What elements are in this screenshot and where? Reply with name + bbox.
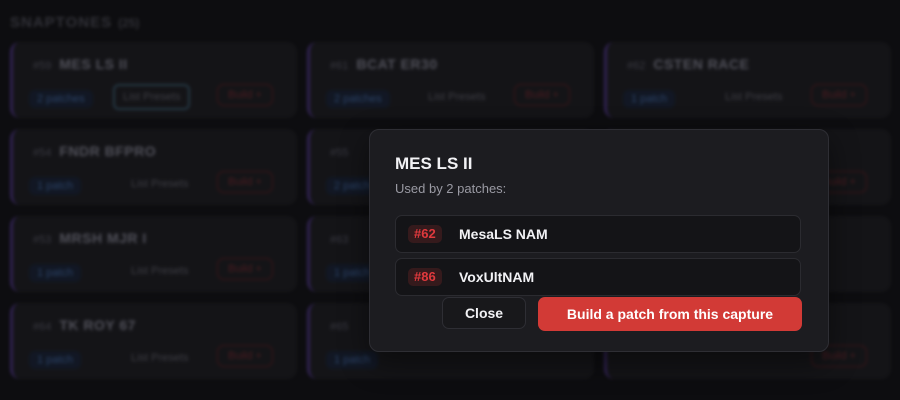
card-name: TK ROY 67 [59, 317, 136, 333]
card-name: MRSH MJR I [59, 230, 147, 246]
patch-number-badge: #62 [408, 225, 442, 243]
card-number: #59 [33, 60, 52, 72]
build-button[interactable]: Build + [217, 345, 273, 367]
section-title: SNAPTONES [10, 14, 113, 31]
list-presets-button[interactable]: List Presets [113, 84, 191, 110]
dialog-title: MES LS II [395, 154, 473, 173]
card-number: #55 [330, 147, 349, 159]
patch-count-badge: 1 patch [29, 177, 82, 195]
patch-count-badge: 1 patch [326, 264, 379, 282]
snaptone-card[interactable]: #61 BCAT ER30 2 patches List Presets Buil… [307, 42, 594, 118]
build-button[interactable]: Build + [514, 84, 570, 106]
list-presets-button[interactable]: List Presets [428, 91, 486, 103]
section-header: SNAPTONES (25) [10, 14, 139, 31]
build-button[interactable]: Build + [217, 171, 273, 193]
patch-list-item[interactable]: #62 MesaLS NAM [395, 215, 801, 253]
dialog-subtitle: Used by 2 patches: [395, 181, 507, 196]
patch-name: VoxUltNAM [459, 269, 535, 285]
snaptone-card[interactable]: #54 FNDR BFPRO 1 patch List Presets Build… [10, 129, 297, 205]
card-number: #54 [33, 147, 52, 159]
patch-list-item[interactable]: #86 VoxUltNAM [395, 258, 801, 296]
patch-count-badge: 1 patch [623, 90, 676, 108]
snaptone-card[interactable]: #59 MES LS II 2 patches List Presets Buil… [10, 42, 297, 118]
build-button[interactable]: Build + [811, 345, 867, 367]
snaptone-card[interactable]: #64 TK ROY 67 1 patch List Presets Build … [10, 303, 297, 379]
card-name: CSTEN RACE [653, 56, 750, 72]
snaptone-card[interactable]: #53 MRSH MJR I 1 patch List Presets Build… [10, 216, 297, 292]
snaptone-card[interactable]: #62 CSTEN RACE 1 patch List Presets Build… [604, 42, 891, 118]
patch-count-badge: 2 patches [29, 90, 93, 108]
card-name: FNDR BFPRO [59, 143, 157, 159]
build-patch-button[interactable]: Build a patch from this capture [538, 297, 802, 331]
card-number: #53 [33, 234, 52, 246]
card-name: BCAT ER30 [356, 56, 438, 72]
list-presets-button[interactable]: List Presets [131, 265, 189, 277]
list-presets-button[interactable]: List Presets [725, 91, 783, 103]
section-count: (25) [118, 16, 140, 30]
build-button[interactable]: Build + [217, 84, 273, 106]
card-name: MES LS II [59, 56, 128, 72]
patch-count-badge: 2 patches [326, 90, 390, 108]
list-presets-button[interactable]: List Presets [131, 352, 189, 364]
patch-name: MesaLS NAM [459, 226, 548, 242]
card-number: #63 [330, 234, 349, 246]
build-button[interactable]: Build + [217, 258, 273, 280]
card-number: #64 [33, 321, 52, 333]
close-button[interactable]: Close [442, 297, 526, 329]
patch-number-badge: #86 [408, 268, 442, 286]
list-presets-button[interactable]: List Presets [131, 178, 189, 190]
card-number: #62 [627, 60, 646, 72]
patch-count-badge: 1 patch [29, 264, 82, 282]
snaptone-usage-dialog: MES LS II Used by 2 patches: #62 MesaLS … [369, 129, 829, 352]
build-button[interactable]: Build + [811, 84, 867, 106]
card-number: #61 [330, 60, 349, 72]
patch-count-badge: 1 patch [326, 351, 379, 369]
patch-count-badge: 1 patch [29, 351, 82, 369]
card-number: #65 [330, 321, 349, 333]
